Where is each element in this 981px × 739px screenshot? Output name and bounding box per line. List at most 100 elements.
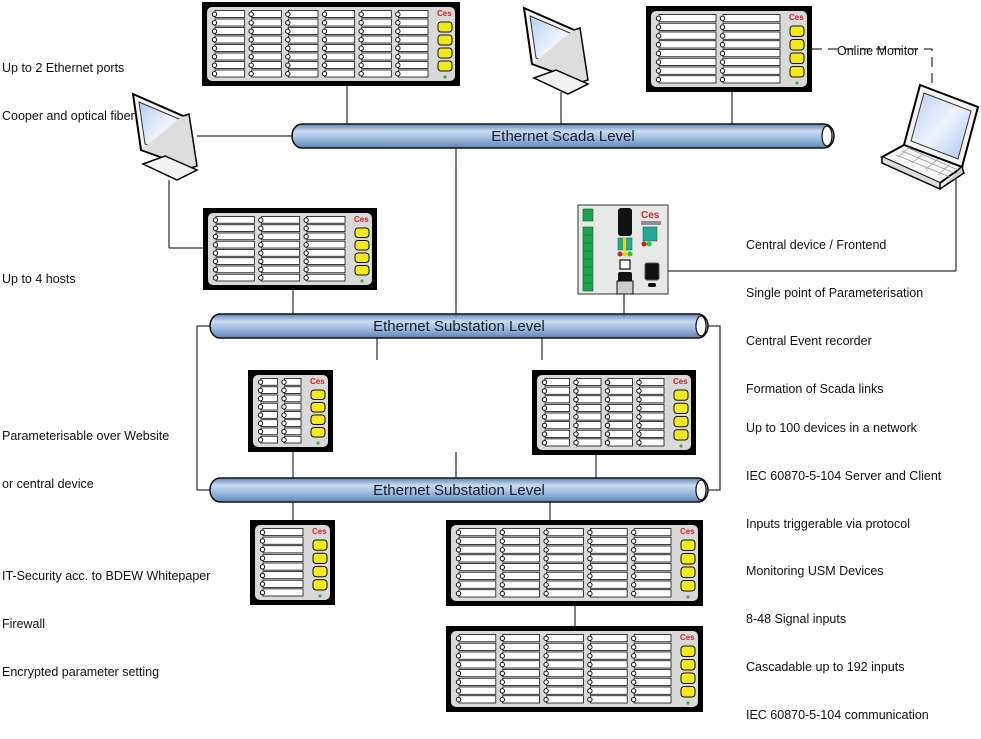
function-button[interactable] [789,52,805,64]
function-button[interactable] [310,402,326,413]
function-button[interactable] [312,552,328,564]
signal-label-field [260,273,301,282]
signal-led-icon [321,71,328,77]
function-button[interactable] [354,227,370,238]
signal-label-field [502,642,540,651]
status-led-icon [679,444,683,448]
function-button[interactable] [680,686,696,698]
function-button[interactable] [673,389,689,401]
signal-led-icon [321,45,328,51]
signal-label-field [262,553,304,562]
signal-led-icon [257,412,264,418]
function-button[interactable] [310,389,326,400]
signal-led-icon [281,387,287,394]
annotation-line: IEC 60870-5-104 Server and Client [746,469,942,483]
signal-label-field [361,10,392,18]
signal-led-icon [281,420,287,427]
signal-label-field [576,386,602,395]
signal-label-field [287,61,319,69]
function-button[interactable] [680,566,696,578]
signal-label-field [215,240,255,249]
function-button[interactable] [680,553,696,565]
signal-led-icon [321,11,328,17]
function-button[interactable] [680,580,696,592]
function-button[interactable] [673,416,689,428]
signal-label-field [633,660,672,669]
signal-led-icon [499,670,505,677]
function-button[interactable] [437,34,453,46]
signal-label-field [590,563,628,572]
function-button[interactable] [310,414,326,425]
function-button[interactable] [312,566,328,578]
function-button[interactable] [789,66,805,78]
function-button[interactable] [789,39,805,51]
function-button[interactable] [354,252,370,263]
function-button[interactable] [312,579,328,591]
signal-label-field [287,18,319,27]
signal-label-field [397,35,429,44]
signal-label-field [546,634,584,643]
signal-led-icon [212,266,219,273]
function-button[interactable] [680,539,696,551]
function-button[interactable] [789,25,805,37]
device-panel-online-monitor: Ces [646,6,812,92]
signal-label-field [287,35,319,44]
function-button[interactable] [673,429,689,441]
signal-led-icon [587,644,593,650]
signal-led-icon [587,670,593,677]
signal-led-icon [257,379,264,385]
function-button[interactable] [354,240,370,251]
signal-led-icon [543,696,549,703]
signal-label-field [546,669,584,678]
signal-led-icon [541,396,548,403]
signal-led-icon [543,679,549,685]
signal-label-field [502,571,540,580]
signal-led-icon [285,20,291,26]
status-led-icon [443,75,447,79]
signal-led-icon [257,437,264,443]
function-button[interactable] [354,265,370,276]
signal-led-icon [587,538,593,544]
signal-led-icon [395,37,401,43]
signal-label-field [590,642,628,651]
signal-led-icon [655,59,662,65]
function-button[interactable] [310,427,326,438]
signal-led-icon [499,644,505,650]
function-button[interactable] [437,47,453,59]
signal-label-field [607,378,633,387]
annotation-line: Up to 4 hosts [2,272,76,286]
signal-led-icon [631,661,637,668]
signal-led-icon [258,233,264,240]
device-logo: Ces [310,377,325,386]
signal-label-field [722,57,781,66]
signal-led-icon [259,546,266,553]
function-button[interactable] [312,539,328,551]
function-button[interactable] [680,645,696,657]
signal-label-field [262,588,304,597]
signal-led-icon [211,54,218,60]
signal-label-field [633,528,672,537]
signal-led-icon [455,590,462,597]
signal-led-icon [395,45,401,51]
signal-led-icon [499,696,505,703]
signal-led-icon [455,529,462,536]
signal-led-icon [321,20,328,26]
signal-led-icon [631,538,637,544]
signal-label-field [639,395,665,404]
signal-label-field [458,634,497,643]
signal-led-icon [358,45,364,51]
signal-label-field [546,554,584,563]
function-button[interactable] [680,672,696,684]
function-button[interactable] [673,402,689,414]
function-button[interactable] [437,60,453,72]
signal-led-icon [543,688,549,694]
central-device: Ces [577,204,669,295]
signal-label-field [544,421,570,430]
function-button[interactable] [437,21,453,33]
signal-led-icon [587,555,593,562]
ethernet-substation-pipe-1: Ethernet Substation Level [209,313,709,339]
signal-led-icon [248,28,254,34]
signal-label-field [633,686,672,695]
function-button[interactable] [680,659,696,671]
signal-label-field [306,257,346,265]
